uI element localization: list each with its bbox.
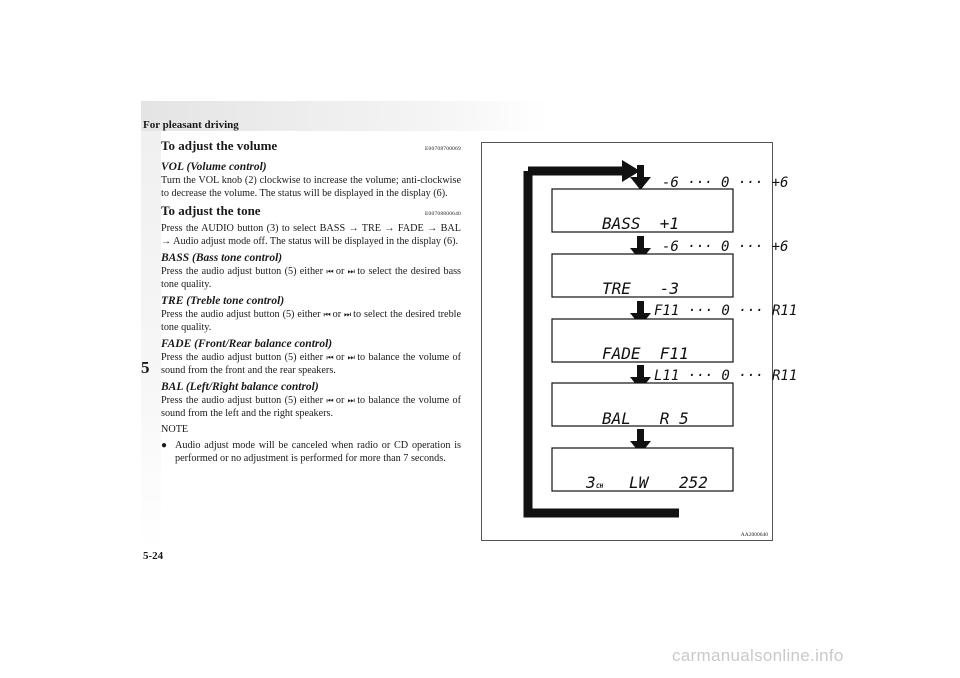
skip-back-icon: ⏮ [326, 396, 333, 405]
vol-subheading: VOL (Volume control) [161, 161, 267, 173]
skip-forward-icon: ⏭ [347, 267, 355, 276]
section-title: For pleasant driving [143, 119, 239, 131]
skip-forward-icon: ⏭ [347, 353, 355, 362]
bass-text: Press the audio adjust button (5) either… [161, 266, 462, 290]
channel-number: 3 [585, 473, 596, 492]
display-box [551, 318, 734, 363]
skip-back-icon: ⏮ [326, 267, 333, 276]
fade-display-text: FADE F11 [602, 344, 689, 363]
tone-intro: Press the AUDIO button (3) to select BAS… [161, 223, 461, 247]
display-box [551, 447, 734, 492]
note-item: ● Audio adjust mode will be canceled whe… [161, 439, 461, 465]
treble-range: -6 ··· 0 ··· +6 [662, 239, 788, 255]
display-sequence-figure: -6 ··· 0 ··· +6 -6 ··· 0 ··· +6 F11 ··· … [481, 142, 797, 541]
band-text: LW [629, 473, 650, 492]
skip-back-icon: ⏮ [323, 310, 330, 319]
figure-code: AA2000640 [740, 532, 768, 538]
volume-code: E00708700069 [424, 146, 461, 152]
fade-text: Press the audio adjust button (5) either… [161, 352, 462, 376]
chapter-tab-band [141, 131, 161, 551]
skip-forward-icon: ⏭ [344, 310, 351, 319]
channel-label: CH [596, 483, 604, 490]
balance-display-text: BAL R 5 [602, 409, 689, 428]
bal-subheading: BAL (Left/Right balance control) [161, 381, 319, 393]
tone-title: To adjust the tone [161, 203, 261, 218]
page-number: 5-24 [143, 550, 164, 562]
display-box [551, 188, 734, 233]
tone-heading: To adjust the tone E00708800640 [161, 203, 461, 222]
note-label: NOTE [161, 424, 189, 435]
arrow-right-icon [622, 160, 640, 182]
tone-code: E00708800640 [424, 211, 461, 217]
watermark: carmanualsonline.info [672, 646, 844, 665]
bullet-icon: ● [161, 440, 168, 451]
vol-text: Turn the VOL knob (2) clockwise to incre… [161, 175, 461, 199]
display-box [551, 253, 734, 298]
chapter-number: 5 [141, 358, 150, 377]
bal-text: Press the audio adjust button (5) either… [161, 395, 462, 419]
bass-subheading: BASS (Bass tone control) [161, 252, 283, 264]
fade-subheading: FADE (Front/Rear balance control) [161, 338, 333, 350]
tre-subheading: TRE (Treble tone control) [161, 295, 285, 307]
display-box [551, 382, 734, 427]
frequency-text: 252 [679, 473, 708, 492]
header-band [141, 101, 548, 131]
arrow-down-icon [630, 165, 651, 190]
manual-content: To adjust the volume E00708700069 VOL (V… [161, 138, 461, 465]
display-sequence-diagram: -6 ··· 0 ··· +6 -6 ··· 0 ··· +6 F11 ··· … [523, 160, 797, 518]
bass-display-text: BASS +1 [602, 214, 679, 233]
volume-heading: To adjust the volume E00708700069 [161, 138, 461, 157]
volume-title: To adjust the volume [161, 138, 278, 153]
balance-range: L11 ··· 0 ··· R11 [654, 368, 797, 384]
bass-range: -6 ··· 0 ··· +6 [662, 175, 788, 191]
treble-display-text: TRE -3 [602, 279, 679, 298]
skip-forward-icon: ⏭ [347, 396, 355, 405]
note-text: Audio adjust mode will be canceled when … [175, 440, 461, 464]
tre-text: Press the audio adjust button (5) either… [161, 309, 462, 333]
skip-back-icon: ⏮ [326, 353, 333, 362]
loop-back-line [523, 171, 679, 518]
fade-range: F11 ··· 0 ··· R11 [654, 303, 797, 319]
